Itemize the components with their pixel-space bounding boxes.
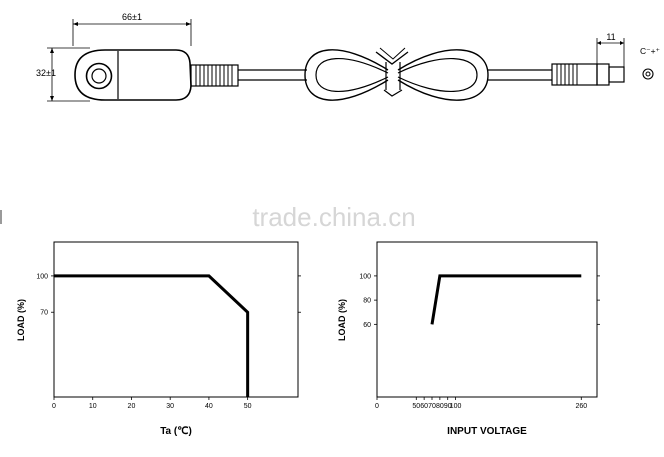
y-tick-label: 60 (363, 322, 371, 329)
x-tick-label: 80 (436, 403, 444, 410)
chart1-x-axis-title: Ta (℃) (160, 426, 192, 437)
chart1-ticks (51, 275, 301, 400)
x-tick-label: 60 (420, 403, 428, 410)
coil-left-inner (315, 58, 389, 92)
led-ring-outer (85, 62, 113, 90)
dc-plug-body (551, 63, 598, 86)
x-tick-label: 10 (89, 403, 97, 410)
twist-tie-bottom (383, 89, 403, 97)
x-tick-label: 50 (244, 403, 252, 410)
width-arrow-right (186, 22, 191, 26)
x-tick-label: 70 (428, 403, 436, 410)
x-tick-label: 50 (412, 403, 420, 410)
y-tick-label: 100 (359, 273, 371, 280)
chart1-frame (53, 241, 299, 398)
chart2-y-tick-labels: 60 80 100 (359, 273, 371, 328)
chart2-x-axis-title: INPUT VOLTAGE (447, 426, 527, 437)
y-tick-label: 100 (36, 273, 48, 280)
x-tick-label: 40 (205, 403, 213, 410)
coil-right-inner (397, 57, 478, 93)
coil-left-outer (304, 49, 389, 101)
coil-right-outer (397, 49, 489, 101)
height-arrow-bottom (50, 96, 54, 101)
width-arrow-left (73, 22, 78, 26)
dc-plug-collar (596, 63, 610, 86)
strain-relief (190, 64, 239, 87)
derating-chart-temperature: 0 10 20 30 40 50 70 100 Ta (℃) LOAD (%) (16, 241, 301, 437)
strain-relief-ribs (195, 65, 233, 86)
twist-tie-band (385, 62, 401, 90)
x-tick-label: 100 (450, 403, 462, 410)
x-tick-label: 30 (166, 403, 174, 410)
plug-arrow-left (597, 41, 601, 45)
polarity-symbol-outer (642, 68, 654, 80)
polarity-symbol-inner (645, 71, 651, 77)
x-tick-label: 0 (375, 403, 379, 410)
plug-dimension-label: 11 (606, 32, 615, 42)
chart2-series-line (430, 274, 582, 325)
x-tick-label: 0 (52, 403, 56, 410)
plug-arrow-right (620, 41, 624, 45)
chart1-y-tick-labels: 70 100 (36, 273, 48, 316)
chart1-series-line (54, 274, 250, 397)
chart1-y-axis-title: LOAD (%) (16, 299, 26, 341)
dc-plug-barrel (608, 66, 625, 83)
left-edge-mark (0, 210, 2, 224)
height-arrow-top (50, 48, 54, 53)
adapter-drawing (47, 19, 654, 102)
twist-tie-top (375, 51, 409, 65)
width-dimension-label: 66±1 (122, 12, 142, 22)
watermark: trade.china.cn (252, 202, 415, 232)
x-tick-label: 90 (444, 403, 452, 410)
adapter-body (74, 49, 192, 101)
height-dimension-label: 32±1 (36, 68, 56, 78)
chart2-ticks (374, 275, 600, 400)
chart1-x-tick-labels: 0 10 20 30 40 50 (52, 403, 252, 410)
chart2-y-axis-title: LOAD (%) (337, 299, 347, 341)
twist-tie-top-inner (379, 47, 406, 60)
chart2-frame (376, 241, 598, 398)
y-tick-label: 70 (40, 310, 48, 317)
polarity-label: C⁻+⁺ (640, 46, 661, 56)
x-tick-label: 260 (575, 403, 587, 410)
y-tick-label: 80 (363, 298, 371, 305)
dc-plug-ribs (556, 64, 578, 85)
x-tick-label: 20 (128, 403, 136, 410)
led-ring-inner (91, 68, 107, 84)
